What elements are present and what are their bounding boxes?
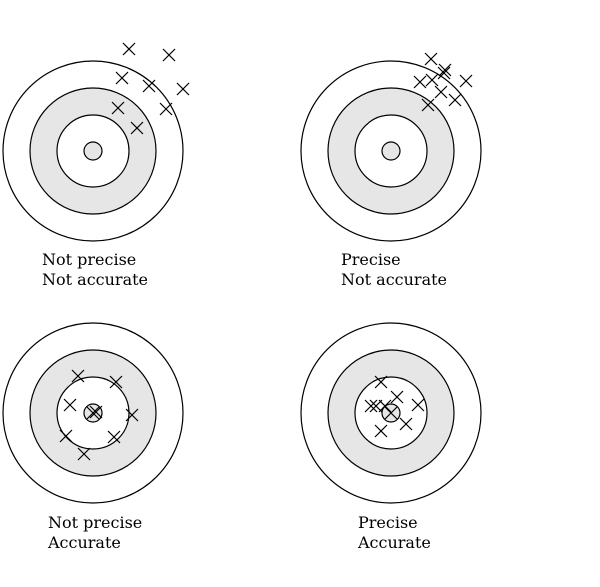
- hit-marker: [374, 375, 388, 389]
- hit-marker: [115, 71, 129, 85]
- caption-accuracy: Not accurate: [42, 270, 148, 289]
- hit-marker: [142, 79, 156, 93]
- hit-marker: [424, 52, 438, 66]
- hit-marker: [384, 406, 398, 420]
- target-not-precise-accurate: Not precise Accurate: [2, 322, 184, 552]
- hit-marker: [107, 430, 121, 444]
- hit-marker: [413, 75, 427, 89]
- hit-marker: [125, 408, 139, 422]
- hit-marker: [109, 375, 123, 389]
- hit-marker: [89, 405, 103, 419]
- hit-marker: [459, 74, 473, 88]
- hit-marker: [378, 399, 392, 413]
- hit-marker: [122, 42, 136, 56]
- caption-accuracy: Not accurate: [341, 270, 447, 289]
- hit-marker: [159, 102, 173, 116]
- target-bullseye: [381, 141, 401, 161]
- hit-markers: [59, 369, 139, 461]
- hit-marker: [438, 63, 452, 77]
- hit-marker: [434, 85, 448, 99]
- hit-marker: [421, 98, 435, 112]
- hit-marker: [374, 424, 388, 438]
- caption-precision: Precise: [341, 250, 401, 269]
- caption-precision: Not precise: [42, 250, 136, 269]
- hit-marker: [71, 369, 85, 383]
- hit-marker: [369, 399, 383, 413]
- target-bullseye: [83, 141, 103, 161]
- caption-accuracy: Accurate: [357, 533, 431, 552]
- caption-precision: Not precise: [48, 513, 142, 532]
- hit-markers: [111, 42, 190, 135]
- hit-marker: [77, 447, 91, 461]
- hit-marker: [111, 101, 125, 115]
- target-precise-not-accurate: Precise Not accurate: [300, 52, 482, 289]
- hit-marker: [364, 399, 378, 413]
- target-not-precise-not-accurate: Not precise Not accurate: [2, 42, 190, 289]
- hit-marker: [63, 398, 77, 412]
- hit-markers: [413, 52, 473, 112]
- hit-markers: [364, 375, 425, 438]
- hit-marker: [399, 417, 413, 431]
- hit-marker: [425, 73, 439, 87]
- caption-accuracy: Accurate: [47, 533, 121, 552]
- hit-marker: [176, 82, 190, 96]
- hit-marker: [437, 66, 451, 80]
- hit-marker: [86, 406, 100, 420]
- hit-marker: [162, 48, 176, 62]
- hit-marker: [448, 93, 462, 107]
- hit-marker: [390, 390, 404, 404]
- target-precise-accurate: Precise Accurate: [300, 322, 482, 552]
- hit-marker: [411, 398, 425, 412]
- hit-marker: [59, 429, 73, 443]
- hit-marker: [130, 121, 144, 135]
- caption-precision: Precise: [358, 513, 418, 532]
